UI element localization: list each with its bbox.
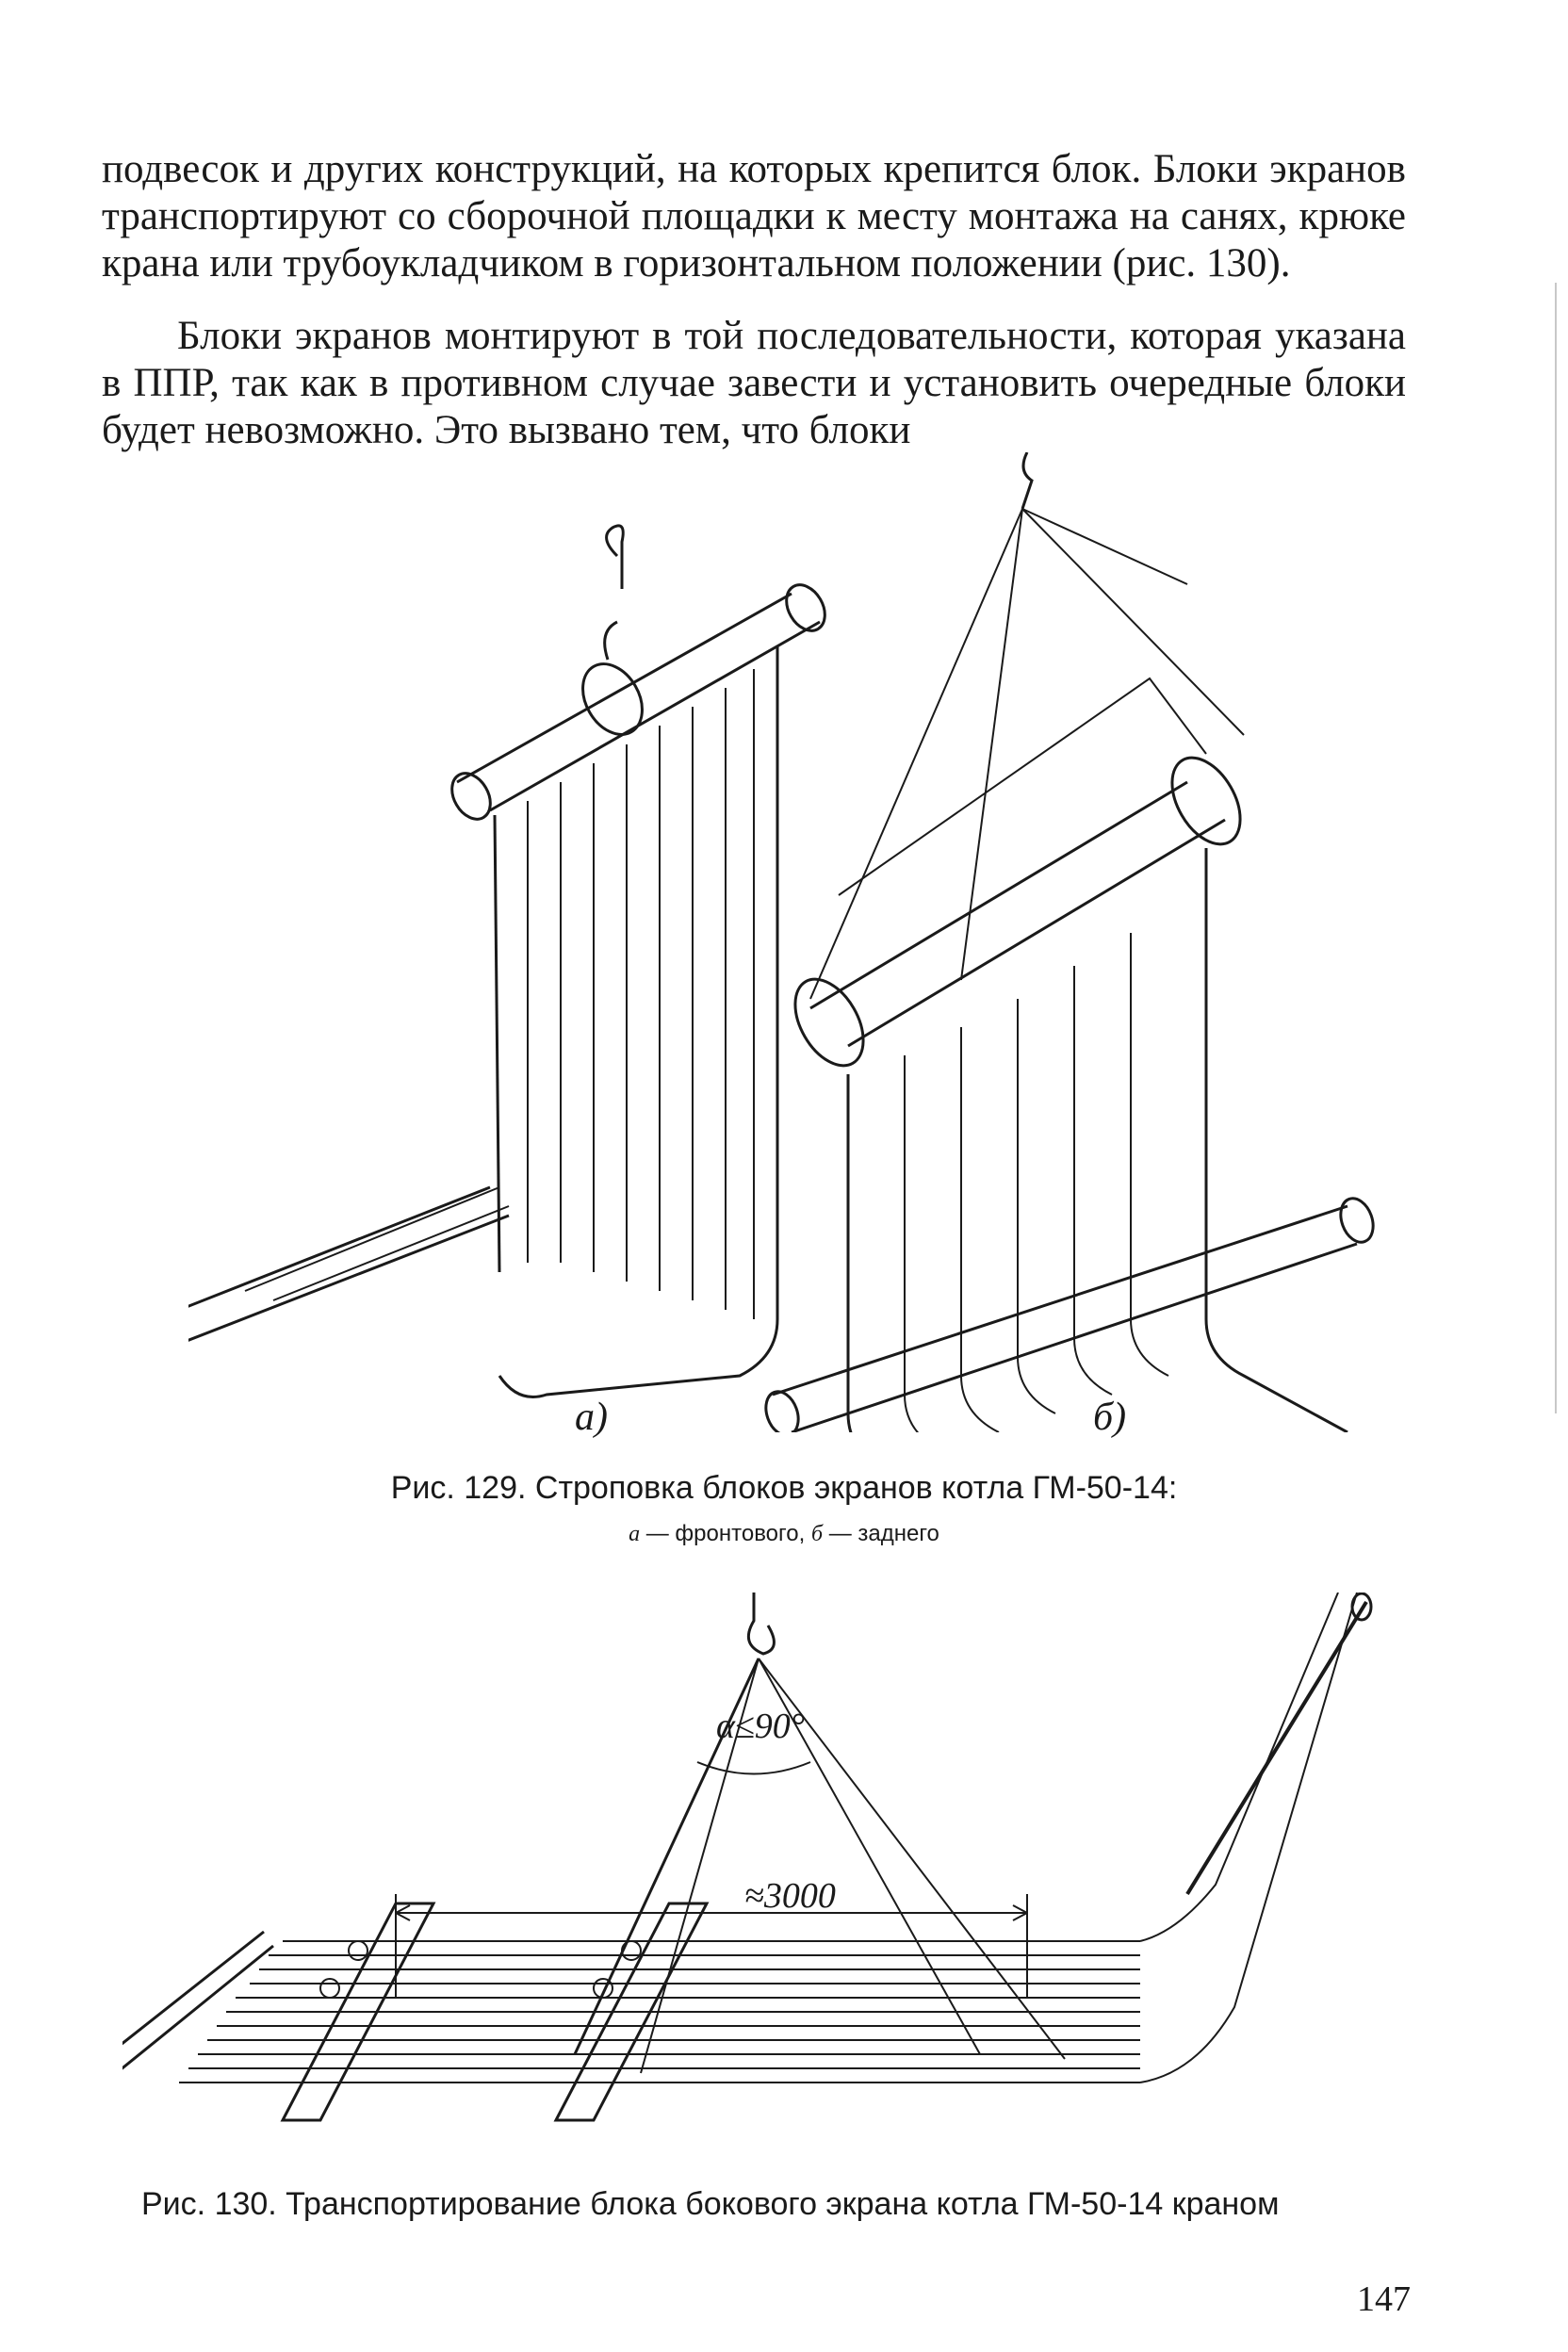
figure-129-caption: Рис. 129. Строповка блоков экранов котла… [390, 1470, 1178, 1506]
paragraph-2: Блоки экранов монтируют в той последоват… [102, 314, 1406, 452]
figure-129-subcaption: а — фронтового, б — заднего [0, 1521, 1568, 1547]
subcaption-b-letter: б [810, 1522, 824, 1546]
distance-label: ≈3000 [744, 1876, 836, 1916]
figure-129-label-a: а) [575, 1396, 608, 1439]
figure-130-drawing [122, 1592, 1373, 2122]
angle-label: α≤90° [716, 1707, 805, 1746]
panel-a [188, 524, 826, 1398]
paragraph-1: подвесок и других конструкций, на которы… [102, 147, 1406, 286]
margin-line [1555, 283, 1557, 1413]
figure-129-drawing [188, 452, 1375, 1432]
page-number: 147 [1357, 2279, 1411, 2319]
subcaption-b-text: — заднего [828, 1521, 939, 1546]
panel-b [764, 452, 1375, 1432]
subcaption-a-text: — фронтового, [645, 1521, 806, 1546]
figure-129-label-b: б) [1093, 1396, 1127, 1439]
figure-130-caption: Рис. 130. Транспортирование блока боково… [141, 2186, 1280, 2222]
subcaption-a-letter: а [629, 1522, 641, 1546]
